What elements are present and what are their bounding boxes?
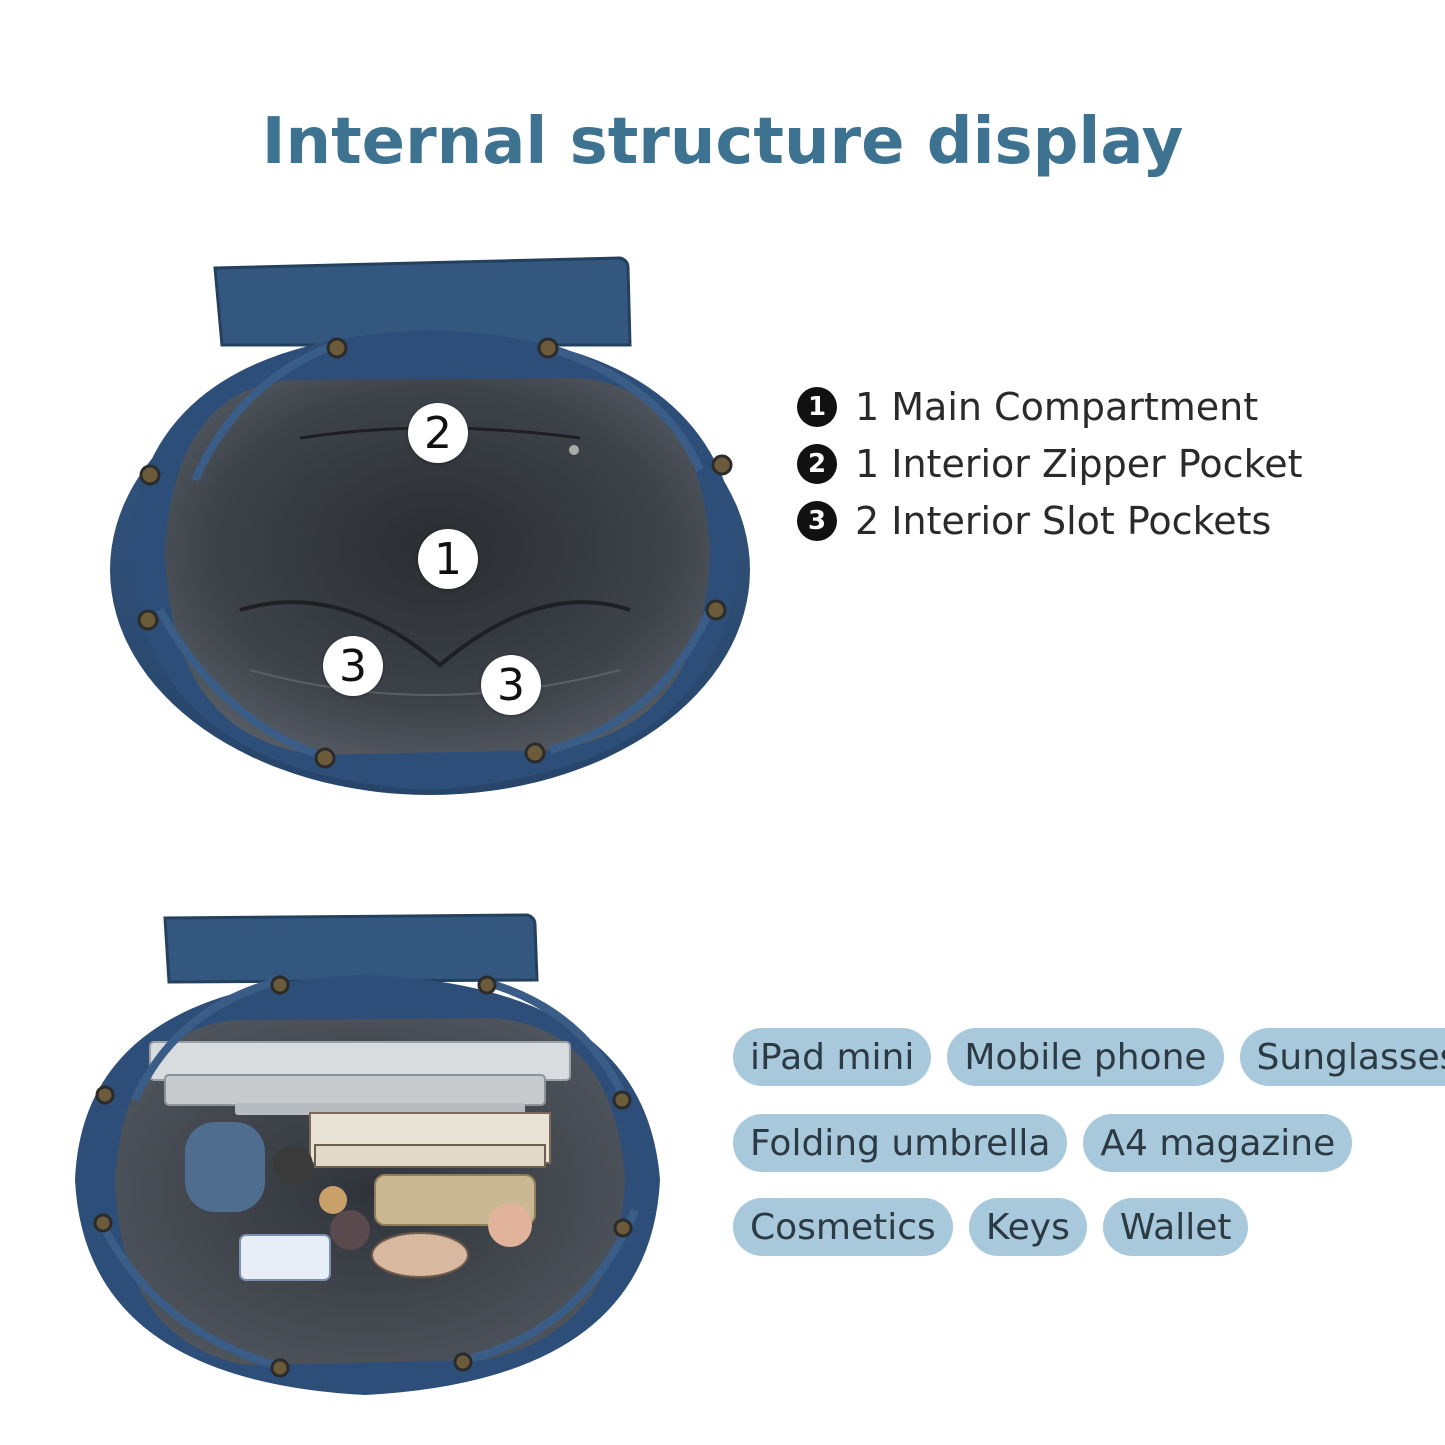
feature-list: 1 1 Main Compartment 2 1 Interior Zipper… — [797, 378, 1303, 549]
feature-text: 1 Interior Zipper Pocket — [855, 441, 1303, 486]
number-badge-icon: 2 — [797, 443, 837, 484]
page-title: Internal structure display — [261, 105, 1184, 179]
tag-folding-umbrella: Folding umbrella — [733, 1114, 1068, 1172]
slot-pocket-right-marker: 3 — [481, 655, 541, 715]
tag-ipad-mini: iPad mini — [733, 1028, 932, 1086]
tag-row: iPad mini Mobile phone Sunglasses — [733, 1028, 1445, 1086]
feature-text: 1 Main Compartment — [855, 384, 1259, 429]
tag-row: Cosmetics Keys Wallet — [733, 1198, 1249, 1256]
tag-mobile-phone: Mobile phone — [947, 1028, 1224, 1086]
feature-text: 2 Interior Slot Pockets — [855, 498, 1272, 543]
tag-sunglasses: Sunglasses — [1239, 1028, 1445, 1086]
tag-a4-magazine: A4 magazine — [1083, 1114, 1353, 1172]
number-badge-icon: 3 — [797, 500, 837, 541]
feature-item: 2 1 Interior Zipper Pocket — [797, 435, 1303, 492]
feature-item: 1 1 Main Compartment — [797, 378, 1303, 435]
tag-cosmetics: Cosmetics — [733, 1198, 953, 1256]
empty-backpack-photo — [100, 250, 760, 800]
packed-backpack-photo — [65, 910, 665, 1410]
tag-row: Folding umbrella A4 magazine — [733, 1114, 1353, 1172]
zipper-pocket-marker: 2 — [408, 403, 468, 463]
number-badge-icon: 1 — [797, 386, 837, 427]
slot-pocket-left-marker: 3 — [323, 636, 383, 696]
feature-item: 3 2 Interior Slot Pockets — [797, 492, 1303, 549]
tag-keys: Keys — [968, 1198, 1087, 1256]
tag-wallet: Wallet — [1102, 1198, 1249, 1256]
main-compartment-marker: 1 — [418, 529, 478, 589]
